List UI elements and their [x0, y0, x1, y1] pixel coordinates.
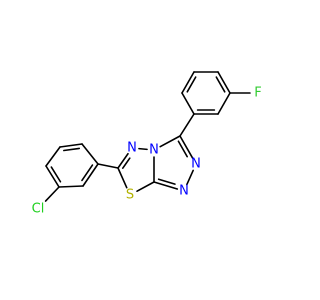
bond-cF-cA: [82, 163, 99, 187]
bond-c6-aryl: [97, 163, 119, 169]
atom-label-s: S: [126, 188, 134, 203]
bond-cB-cC-inner: [63, 147, 81, 152]
bond-fC-fD: [181, 92, 195, 115]
bond-cB-cC: [59, 143, 83, 148]
bond-n5-c6: [117, 152, 129, 169]
bond-fF-fA-inner: [215, 76, 226, 93]
bond-cD-cE: [45, 165, 60, 188]
bond-fF-fA: [217, 71, 231, 94]
bond-n5-c6-inner: [121, 157, 131, 169]
bond-n2-n1: [186, 169, 194, 186]
bond-cC-cD: [45, 146, 61, 167]
bond-cA-cB: [81, 143, 99, 165]
bond-fE-fF: [217, 92, 231, 115]
bond-fB-fC: [181, 71, 195, 94]
bond-cE-cF: [58, 185, 84, 188]
bond-n4-n5: [138, 147, 148, 151]
atom-label-f: F: [254, 86, 261, 101]
atom-label-cl: Cl: [32, 202, 45, 217]
atom-label-n-triazole-a: N: [191, 157, 201, 172]
bond-s7-c8a: [136, 181, 155, 192]
bond-t3-n2-inner: [177, 140, 188, 158]
atom-label-n-triazole-b: N: [179, 184, 189, 199]
bond-fB-fC-inner: [186, 76, 197, 93]
bond-cF-cA-inner: [81, 164, 94, 182]
bond-C-Cl: [44, 186, 60, 202]
atom-label-n-thiadiazole: N: [127, 141, 137, 156]
bond-c6-s7: [117, 167, 128, 189]
bond-aryl-triazole: [179, 113, 195, 137]
bond-n1-c8a-inner: [157, 178, 176, 185]
bond-t3-n2: [179, 135, 194, 159]
bond-cD-cE-inner: [50, 166, 62, 183]
bond-t3-n4: [159, 135, 181, 148]
bond-layer: [44, 71, 251, 202]
bond-n1-c8a: [153, 181, 179, 190]
atom-label-n-bridge: N: [149, 143, 159, 158]
